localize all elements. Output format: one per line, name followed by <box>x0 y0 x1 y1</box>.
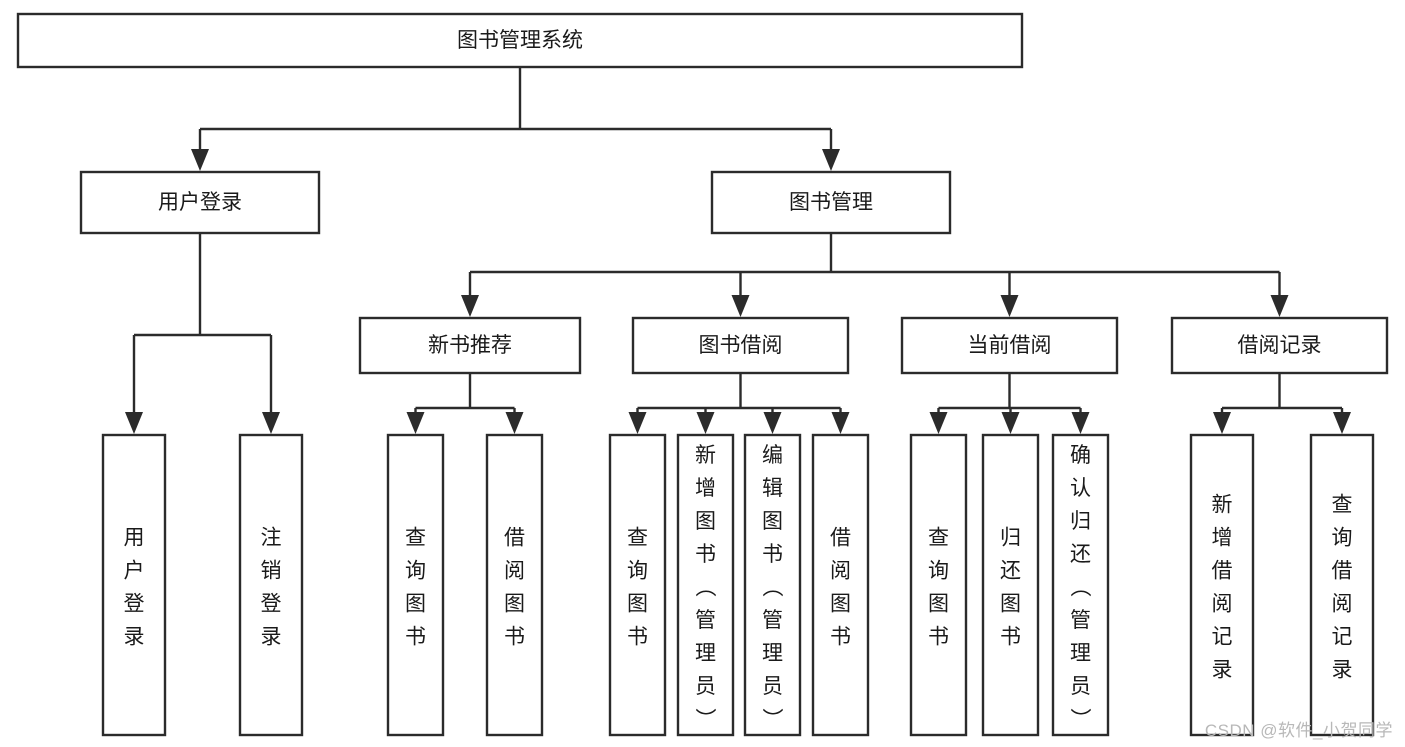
node-图书管理系统[interactable]: 图书管理系统 <box>16 12 1024 69</box>
node-查询图书-box[interactable] <box>608 433 667 737</box>
node-图书借阅[interactable]: 图书借阅 <box>631 316 850 375</box>
node-图书管理-label: 图书管理 <box>789 191 873 214</box>
connector-arrowhead-icon <box>125 412 143 434</box>
connector-layer <box>125 67 1351 434</box>
connector-arrowhead-icon <box>461 295 479 317</box>
connector-arrowhead-icon <box>628 412 647 434</box>
node-新书推荐-box[interactable] <box>358 316 582 375</box>
node-用户登录-label: 用户登录 <box>158 191 242 214</box>
connector-arrowhead-icon <box>1001 412 1020 434</box>
node-借阅记录-box[interactable] <box>1170 316 1389 375</box>
node-借阅记录-label: 借阅记录 <box>1238 334 1322 357</box>
node-用户登录-label: 用户登录 <box>124 527 145 649</box>
node-归还图书-label: 归还图书 <box>1000 527 1021 649</box>
node-确认归还管理员-box[interactable] <box>1051 433 1110 737</box>
node-确认归还管理员[interactable]: 确认归还（管理员） <box>1051 433 1110 737</box>
node-注销登录-box[interactable] <box>238 433 304 737</box>
node-借阅图书-box[interactable] <box>485 433 544 737</box>
node-图书管理-box[interactable] <box>710 170 952 235</box>
node-新增借阅记录[interactable]: 新增借阅记录 <box>1189 433 1255 737</box>
node-新增图书管理员[interactable]: 新增图书（管理员） <box>676 433 735 737</box>
connector-arrowhead-icon <box>191 149 209 171</box>
node-用户登录-box[interactable] <box>79 170 321 235</box>
node-查询图书[interactable]: 查询图书 <box>608 433 667 737</box>
node-借阅图书[interactable]: 借阅图书 <box>811 433 870 737</box>
connector-arrowhead-icon <box>929 412 948 434</box>
node-查询借阅记录-box[interactable] <box>1309 433 1375 737</box>
watermark-text: CSDN @软件_小贺同学 <box>1204 721 1393 740</box>
node-图书管理系统-label: 图书管理系统 <box>457 29 583 52</box>
connector-arrowhead-icon <box>696 412 715 434</box>
node-借阅记录[interactable]: 借阅记录 <box>1170 316 1389 375</box>
node-查询图书-box[interactable] <box>386 433 445 737</box>
node-查询图书-box[interactable] <box>909 433 968 737</box>
connector-arrowhead-icon <box>505 412 524 434</box>
node-查询借阅记录[interactable]: 查询借阅记录 <box>1309 433 1375 737</box>
node-用户登录[interactable]: 用户登录 <box>101 433 167 737</box>
node-借阅图书-label: 借阅图书 <box>504 527 525 649</box>
connector-arrowhead-icon <box>406 412 425 434</box>
node-当前借阅-box[interactable] <box>900 316 1119 375</box>
connector-arrowhead-icon <box>1071 412 1090 434</box>
node-新书推荐-label: 新书推荐 <box>428 334 512 357</box>
connector-arrowhead-icon <box>1333 412 1351 434</box>
node-编辑图书管理员-box[interactable] <box>743 433 802 737</box>
node-当前借阅-label: 当前借阅 <box>968 334 1052 357</box>
node-借阅图书-label: 借阅图书 <box>830 527 851 649</box>
connector-arrowhead-icon <box>822 149 840 171</box>
node-借阅图书-box[interactable] <box>811 433 870 737</box>
node-新增图书管理员-label: 新增图书（管理员） <box>695 444 717 731</box>
connector-arrowhead-icon <box>1213 412 1231 434</box>
node-新增借阅记录-label: 新增借阅记录 <box>1212 494 1233 682</box>
node-图书借阅-box[interactable] <box>631 316 850 375</box>
connector-arrowhead-icon <box>731 295 750 317</box>
node-编辑图书管理员[interactable]: 编辑图书（管理员） <box>743 433 802 737</box>
connector-arrowhead-icon <box>1000 295 1019 317</box>
node-图书借阅-label: 图书借阅 <box>699 334 783 357</box>
node-图书管理[interactable]: 图书管理 <box>710 170 952 235</box>
node-新增借阅记录-box[interactable] <box>1189 433 1255 737</box>
node-当前借阅[interactable]: 当前借阅 <box>900 316 1119 375</box>
connector-arrowhead-icon <box>831 412 850 434</box>
connector-arrowhead-icon <box>262 412 280 434</box>
node-图书管理系统-box[interactable] <box>16 12 1024 69</box>
node-归还图书-box[interactable] <box>981 433 1040 737</box>
node-查询图书-label: 查询图书 <box>928 527 949 649</box>
node-用户登录-box[interactable] <box>101 433 167 737</box>
node-查询图书-label: 查询图书 <box>627 527 648 649</box>
node-注销登录[interactable]: 注销登录 <box>238 433 304 737</box>
connector-arrowhead-icon <box>1270 295 1289 317</box>
node-新增图书管理员-box[interactable] <box>676 433 735 737</box>
node-归还图书[interactable]: 归还图书 <box>981 433 1040 737</box>
node-新书推荐[interactable]: 新书推荐 <box>358 316 582 375</box>
node-layer: 图书管理系统用户登录图书管理新书推荐图书借阅当前借阅借阅记录用户登录注销登录查询… <box>16 12 1389 737</box>
node-编辑图书管理员-label: 编辑图书（管理员） <box>762 444 784 731</box>
connector-arrowhead-icon <box>763 412 782 434</box>
node-查询图书-label: 查询图书 <box>405 527 426 649</box>
node-借阅图书[interactable]: 借阅图书 <box>485 433 544 737</box>
node-查询图书[interactable]: 查询图书 <box>386 433 445 737</box>
node-确认归还管理员-label: 确认归还（管理员） <box>1070 444 1092 731</box>
node-用户登录[interactable]: 用户登录 <box>79 170 321 235</box>
node-查询图书[interactable]: 查询图书 <box>909 433 968 737</box>
node-注销登录-label: 注销登录 <box>261 527 282 649</box>
node-查询借阅记录-label: 查询借阅记录 <box>1332 494 1353 682</box>
